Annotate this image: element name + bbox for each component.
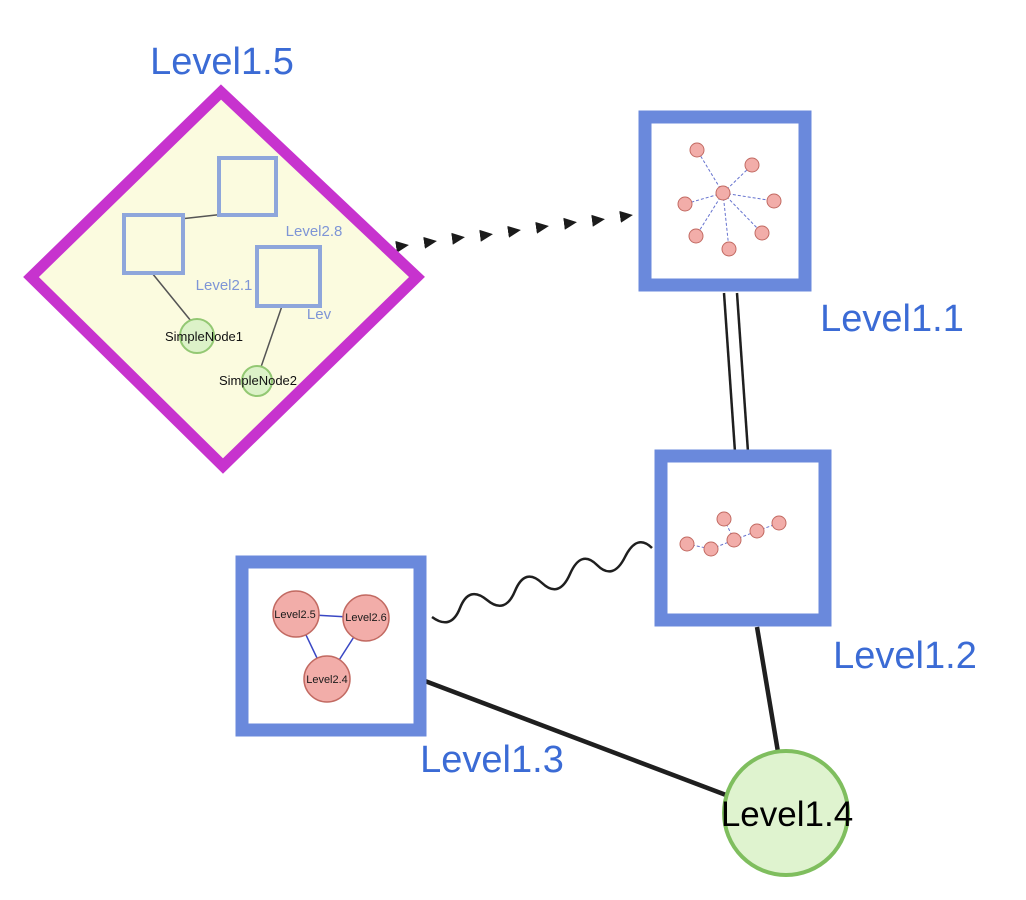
edge-level11-level12[interactable] [722, 292, 750, 453]
mini-node[interactable] [715, 185, 731, 201]
circle-node-level2-5[interactable] [272, 590, 320, 638]
group-node-level1-5[interactable]: Level2.8 Level2.1 Lev SimpleNode1 Simple… [23, 84, 425, 474]
node-label-level2-5: Level2.5 [274, 609, 316, 621]
mini-node[interactable] [754, 225, 770, 241]
group-node-level1-3[interactable]: Level2.5 Level2.6 Level2.4 [235, 555, 427, 737]
square-node-level2-1[interactable] [122, 213, 185, 275]
node-label-simplenode2: SimpleNode2 [219, 373, 297, 388]
edge-level15-level11[interactable] [395, 210, 633, 253]
mini-node[interactable] [679, 536, 695, 552]
node-level1-4[interactable] [722, 749, 850, 877]
mini-node[interactable] [677, 196, 693, 212]
edge-level12-level14[interactable] [754, 626, 781, 753]
circle-node-level2-4[interactable] [303, 655, 351, 703]
square-node-level2-8[interactable] [217, 156, 278, 217]
mini-node[interactable] [766, 193, 782, 209]
mini-node[interactable] [689, 142, 705, 158]
node-label-level1-4: Level1.4 [721, 795, 853, 834]
mini-node[interactable] [703, 541, 719, 557]
node-label-simplenode1: SimpleNode1 [165, 329, 243, 344]
square-node-lev[interactable] [255, 245, 322, 308]
edge-level2-1-simplenode1[interactable] [151, 272, 192, 322]
mini-node[interactable] [716, 511, 732, 527]
edge-level13-level12[interactable] [431, 540, 653, 624]
node-label-level2-8: Level2.8 [286, 223, 343, 240]
circle-node-simplenode2[interactable] [241, 365, 273, 397]
circle-node-level2-6[interactable] [342, 594, 390, 642]
node-label-level1-5: Level1.5 [150, 41, 294, 83]
node-label-level2-6: Level2.6 [345, 612, 387, 624]
circle-shape-level1-4[interactable] [722, 749, 850, 877]
node-label-level1-2: Level1.2 [833, 635, 977, 677]
mini-node[interactable] [771, 515, 787, 531]
mini-node[interactable] [688, 228, 704, 244]
mini-node[interactable] [726, 532, 742, 548]
node-label-level1-3: Level1.3 [420, 739, 564, 781]
node-label-level2-4: Level2.4 [306, 674, 348, 686]
mini-node[interactable] [721, 241, 737, 257]
mini-graph-level1-2 [679, 511, 787, 557]
node-label-level2-1: Level2.1 [196, 277, 253, 294]
diamond-shape-level1-5[interactable] [23, 84, 425, 474]
node-label-level1-1: Level1.1 [820, 298, 964, 340]
node-label-lev: Lev [307, 306, 332, 323]
circle-node-simplenode1[interactable] [179, 318, 215, 354]
square-shape-level1-3[interactable] [235, 555, 427, 737]
group-node-level1-1[interactable] [638, 110, 812, 292]
edge-level13-level14[interactable] [424, 678, 727, 798]
group-node-level1-2[interactable] [654, 449, 832, 627]
mini-graph-level1-3: Level2.5 Level2.6 Level2.4 [272, 590, 390, 703]
mini-node[interactable] [744, 157, 760, 173]
edge-lev-simplenode2[interactable] [260, 305, 283, 368]
square-shape-level1-1[interactable] [638, 110, 812, 292]
mini-graph-level1-1 [677, 142, 782, 257]
mini-node[interactable] [749, 523, 765, 539]
